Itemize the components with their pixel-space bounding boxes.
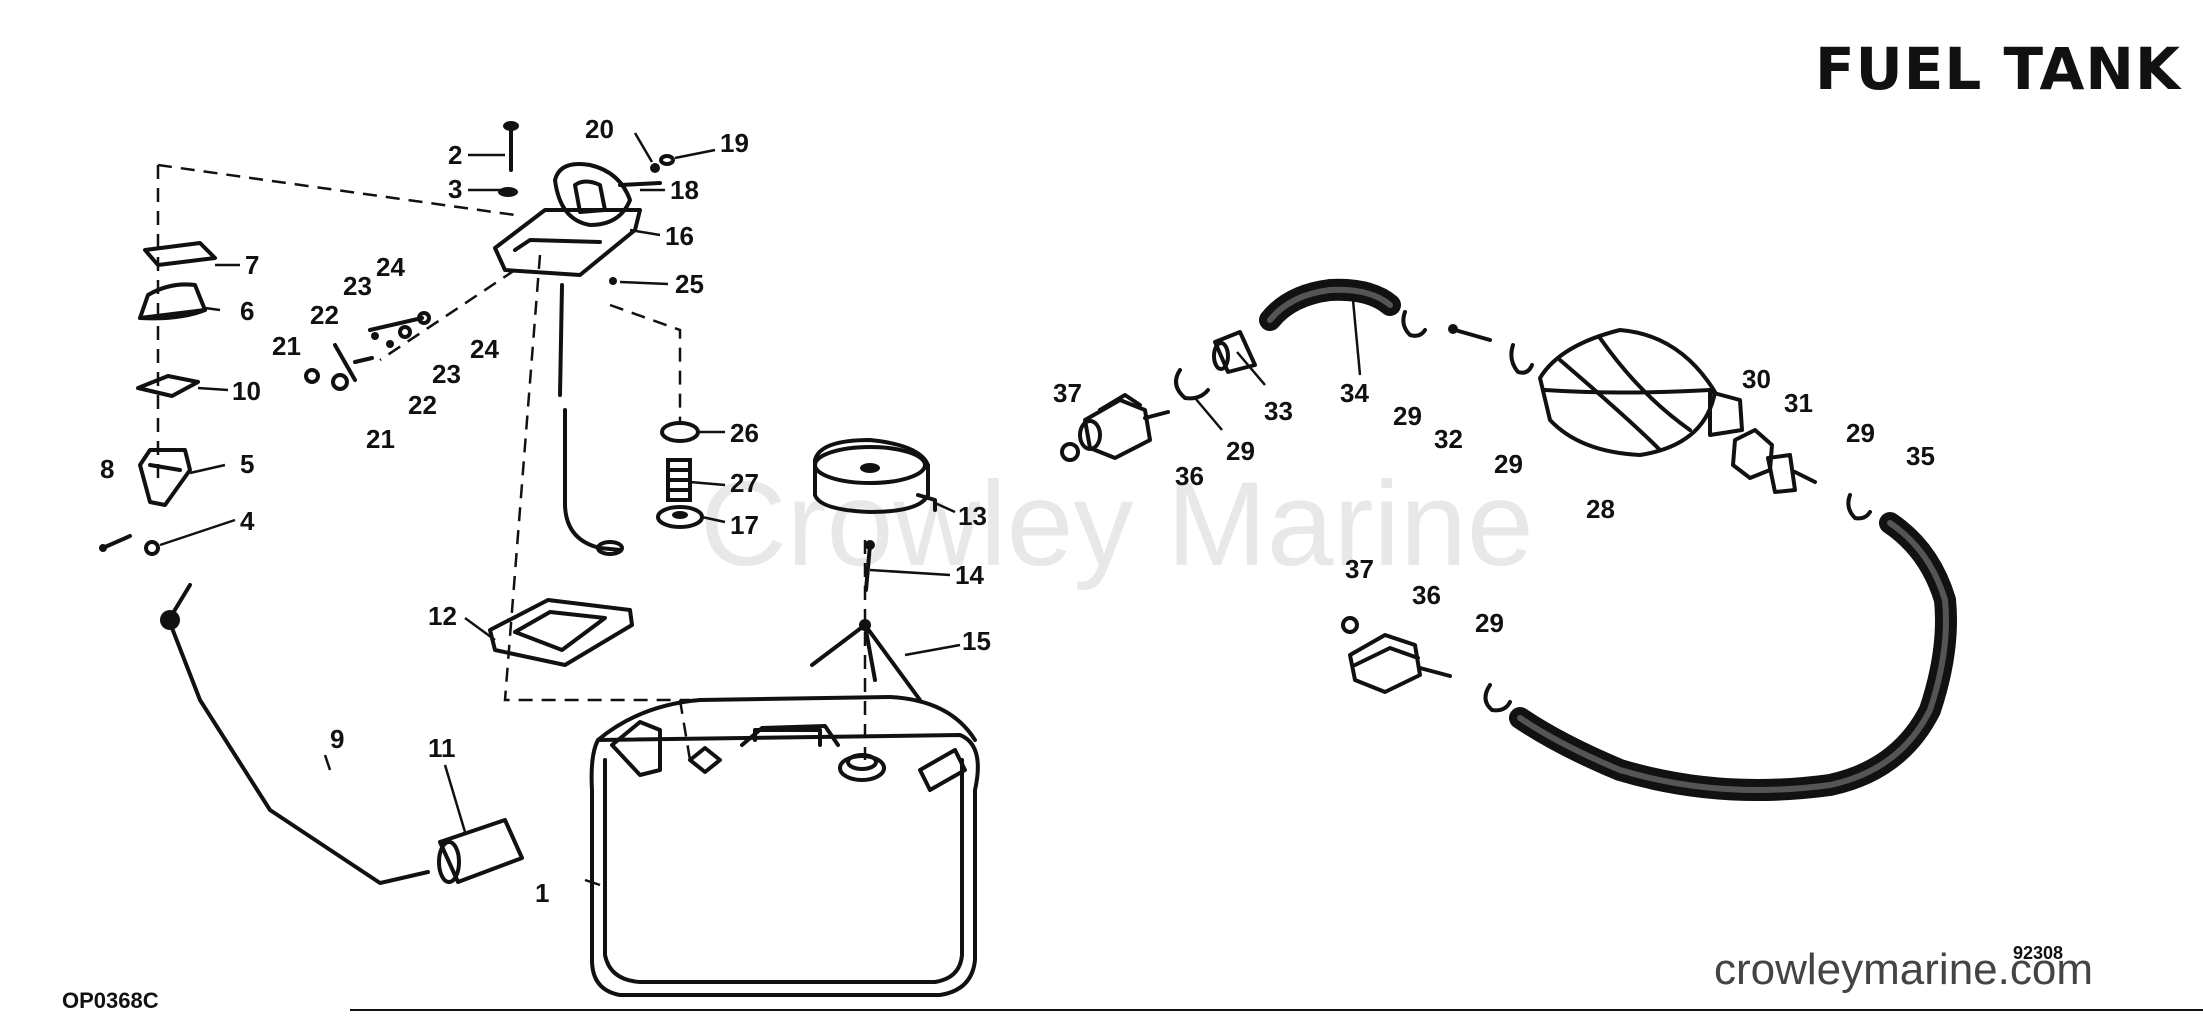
callout-37a: 37 — [1053, 378, 1082, 408]
part-clamps-29 — [1174, 310, 1872, 713]
part-chain-15 — [810, 619, 922, 702]
part-fitting-31 — [1766, 453, 1817, 494]
callout-35: 35 — [1906, 441, 1935, 471]
part-spring-27 — [666, 458, 692, 502]
callout-37b: 37 — [1345, 554, 1374, 584]
callout-29e: 29 — [1475, 608, 1504, 638]
callout-17: 17 — [730, 510, 759, 540]
callout-22a: 22 — [310, 300, 339, 330]
drawing-code: OP0368C — [62, 988, 159, 1013]
part-hose-34 — [1259, 278, 1401, 331]
part-fuel-tank — [589, 695, 980, 997]
part-19 — [659, 154, 675, 166]
callout-24a: 24 — [376, 252, 405, 282]
reference-number: 92308 — [2013, 943, 2064, 963]
callout-16: 16 — [665, 221, 694, 251]
callout-36b: 36 — [1412, 580, 1441, 610]
callout-28: 28 — [1586, 494, 1615, 524]
callout-36a: 36 — [1175, 461, 1204, 491]
callout-24b: 24 — [470, 334, 499, 364]
callout-25: 25 — [675, 269, 704, 299]
callout-10: 10 — [232, 376, 261, 406]
callout-29a: 29 — [1226, 436, 1255, 466]
callout-12: 12 — [428, 601, 457, 631]
part-screw-8 — [99, 534, 132, 552]
part-nut-30 — [1731, 428, 1774, 480]
diagram-title: FUEL TANK — [1815, 35, 2181, 103]
callout-34: 34 — [1340, 378, 1369, 408]
part-bracket-5 — [138, 448, 192, 507]
callout-8: 8 — [100, 454, 114, 484]
callout-33: 33 — [1264, 396, 1293, 426]
part-gasket-7 — [143, 241, 217, 267]
callout-18: 18 — [670, 175, 699, 205]
part-gauge-assembly — [493, 162, 662, 556]
callout-13: 13 — [958, 501, 987, 531]
part-screw — [503, 121, 519, 172]
callout-4: 4 — [240, 506, 255, 536]
website-watermark: crowleymarine.com — [1714, 945, 2093, 994]
part-plate-10 — [136, 374, 200, 398]
part-oring-37b — [1341, 616, 1359, 634]
callout-31: 31 — [1784, 388, 1813, 418]
callout-27: 27 — [730, 468, 759, 498]
callout-29d: 29 — [1846, 418, 1875, 448]
callout-3: 3 — [448, 174, 462, 204]
part-oring-37a — [1060, 442, 1080, 462]
part-gasket-12 — [488, 598, 634, 667]
callout-22b: 22 — [408, 390, 437, 420]
callout-numbers: 1 2 3 4 5 6 7 8 9 10 11 12 13 14 15 16 1… — [100, 114, 1935, 908]
callout-6: 6 — [240, 296, 254, 326]
part-cover-6 — [138, 282, 207, 321]
leader-lines — [159, 132, 1362, 887]
callout-30: 30 — [1742, 364, 1771, 394]
part-retainer-14 — [864, 540, 875, 592]
part-connector-36a — [1078, 393, 1170, 460]
part-washer-3 — [498, 187, 518, 197]
callout-1: 1 — [535, 878, 549, 908]
part-26 — [660, 421, 700, 443]
callout-2: 2 — [448, 140, 462, 170]
callout-23a: 23 — [343, 271, 372, 301]
part-hose-35 — [1509, 512, 1957, 801]
callout-21a: 21 — [272, 331, 301, 361]
callout-7: 7 — [245, 250, 259, 280]
part-nut-4 — [144, 540, 160, 556]
callout-20: 20 — [585, 114, 614, 144]
callout-26: 26 — [730, 418, 759, 448]
part-25 — [609, 277, 617, 285]
callout-5: 5 — [240, 449, 254, 479]
callout-14: 14 — [955, 560, 984, 590]
part-connector-36b — [1348, 633, 1452, 694]
part-primer-bulb-28 — [1538, 328, 1744, 457]
callout-32: 32 — [1434, 424, 1463, 454]
callout-9: 9 — [330, 724, 344, 754]
part-filter-11 — [437, 818, 524, 884]
part-filler-cap — [813, 438, 937, 514]
callout-19: 19 — [720, 128, 749, 158]
callout-29c: 29 — [1494, 449, 1523, 479]
callout-29b: 29 — [1393, 401, 1422, 431]
part-20 — [650, 163, 660, 173]
part-fitting-32 — [1448, 324, 1492, 342]
callout-23b: 23 — [432, 359, 461, 389]
part-connector-33 — [1212, 330, 1257, 374]
callout-11: 11 — [428, 733, 456, 763]
assembly-guide-lines — [156, 163, 867, 761]
callout-15: 15 — [962, 626, 991, 656]
callout-21b: 21 — [366, 424, 395, 454]
part-pickup-tube-9 — [160, 583, 430, 885]
part-21-22-23-24 — [304, 311, 431, 391]
